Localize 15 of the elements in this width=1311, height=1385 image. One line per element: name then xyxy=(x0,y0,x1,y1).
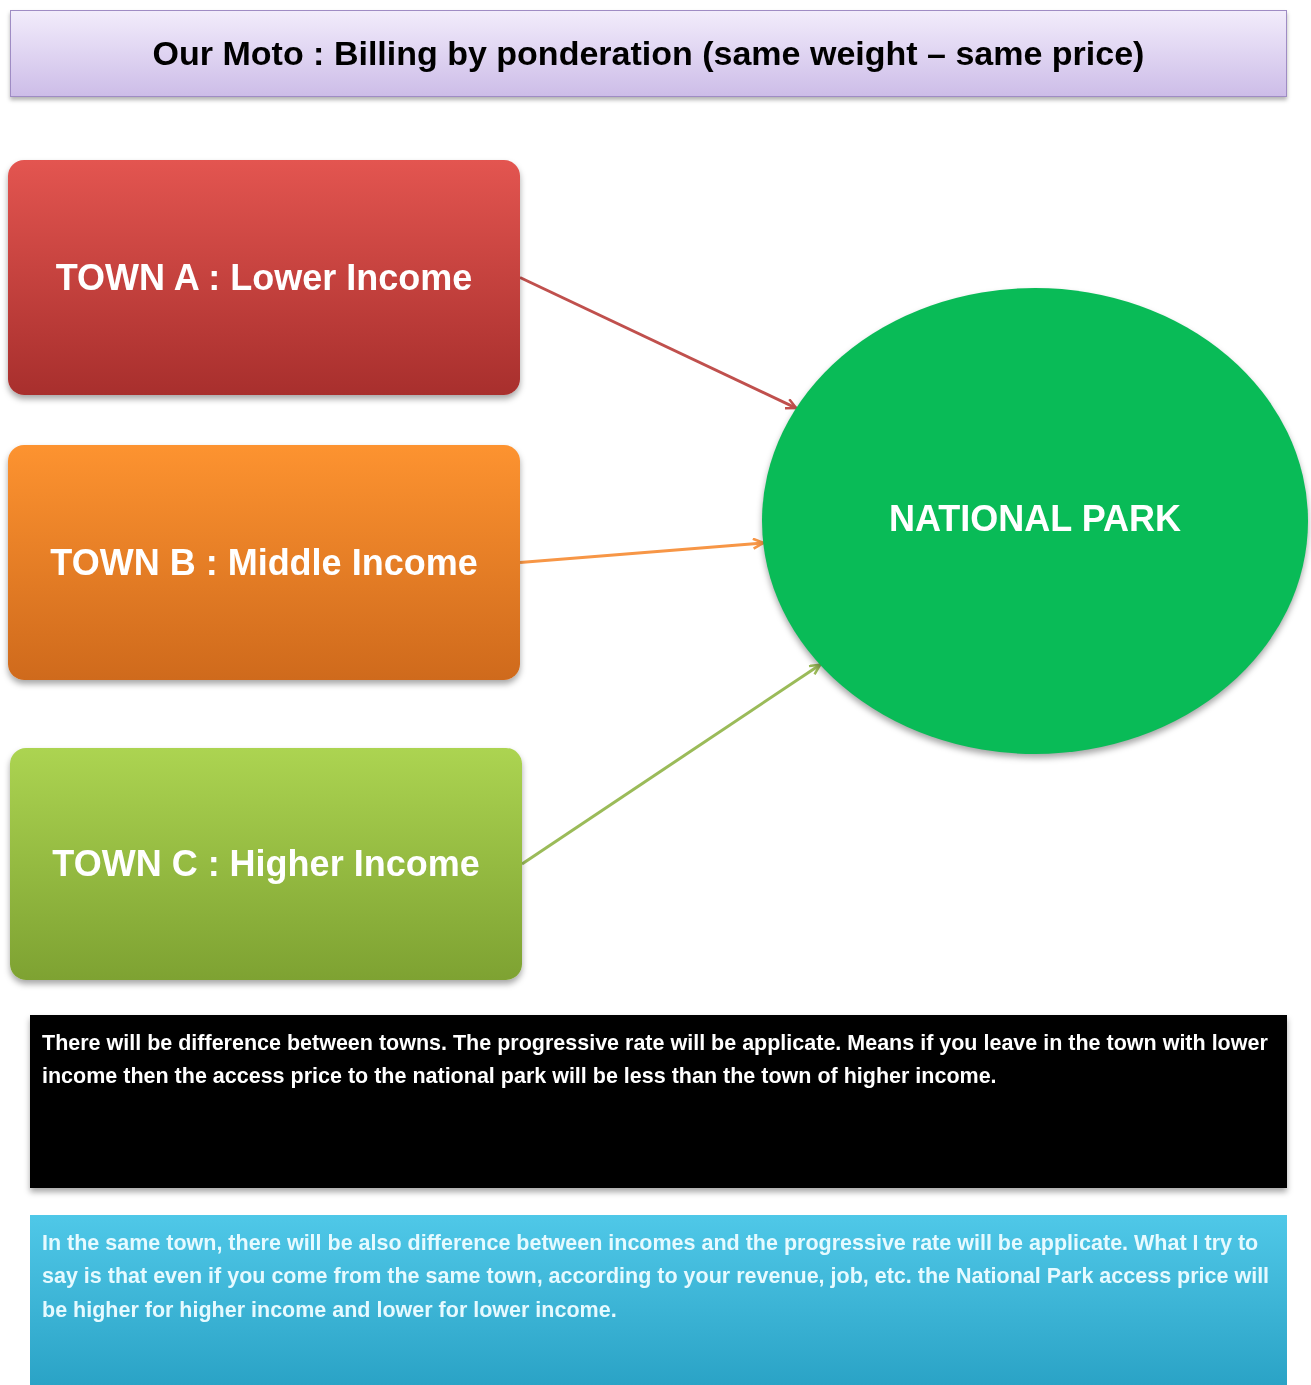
node-label: NATIONAL PARK xyxy=(889,497,1181,541)
town-box xyxy=(8,160,520,395)
note-panel xyxy=(30,1215,1287,1385)
title-banner: Our Moto : Billing by ponderation (same weight – same price) xyxy=(10,10,1287,97)
node-label: TOWN B : Middle Income xyxy=(50,540,478,585)
note-text: In the same town, there will be also difference between incomes and the progressive rate will be applicate. What I try to say is that even if you come from the same town, according to your revenue, job, etc. the National Park access price will be higher for higher income and lower for lower income. xyxy=(42,1230,1271,1324)
arrow xyxy=(519,537,765,564)
note-text: There will be difference between towns. The progressive rate will be applicate. Means if you leave in the town with lower income then the access price to the national park will be less than the town of higher income. xyxy=(42,1030,1269,1091)
node-label: TOWN C : Higher Income xyxy=(52,842,480,886)
town-box xyxy=(8,445,520,680)
arrow xyxy=(521,663,822,866)
arrow xyxy=(519,276,798,410)
note-panel xyxy=(30,1015,1287,1188)
node-label: TOWN A : Lower Income xyxy=(55,255,473,300)
town-box xyxy=(10,748,522,980)
